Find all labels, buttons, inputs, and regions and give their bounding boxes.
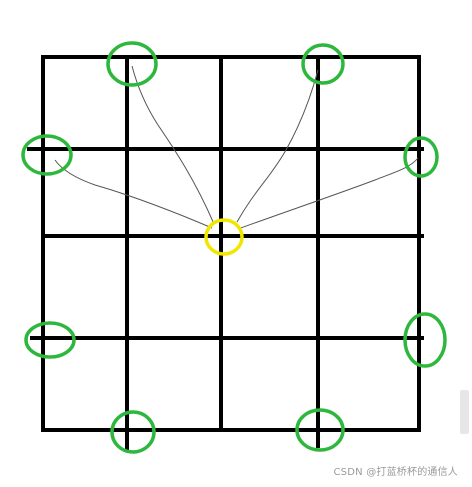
green-circle-icon — [301, 43, 345, 85]
green-circle-icon — [21, 134, 73, 176]
green-circle-icon — [295, 408, 345, 452]
connector-line-right — [237, 157, 419, 230]
green-circle-icon — [24, 321, 76, 359]
green-circle-icon — [403, 136, 439, 178]
green-circle-icon — [110, 410, 156, 454]
green-circle-icon — [106, 41, 158, 87]
watermark-text: CSDN @打蓝桥杯的通信人 — [333, 467, 458, 478]
yellow-circle-icon — [204, 218, 244, 256]
connector-line-top-right — [236, 69, 319, 223]
green-circle-icon — [403, 312, 447, 368]
connector-line-left — [54, 159, 213, 229]
green-circles — [21, 41, 447, 454]
outer-square — [41, 55, 421, 432]
scroll-hint-mark — [460, 390, 469, 434]
connector-line-top-left — [131, 65, 215, 225]
